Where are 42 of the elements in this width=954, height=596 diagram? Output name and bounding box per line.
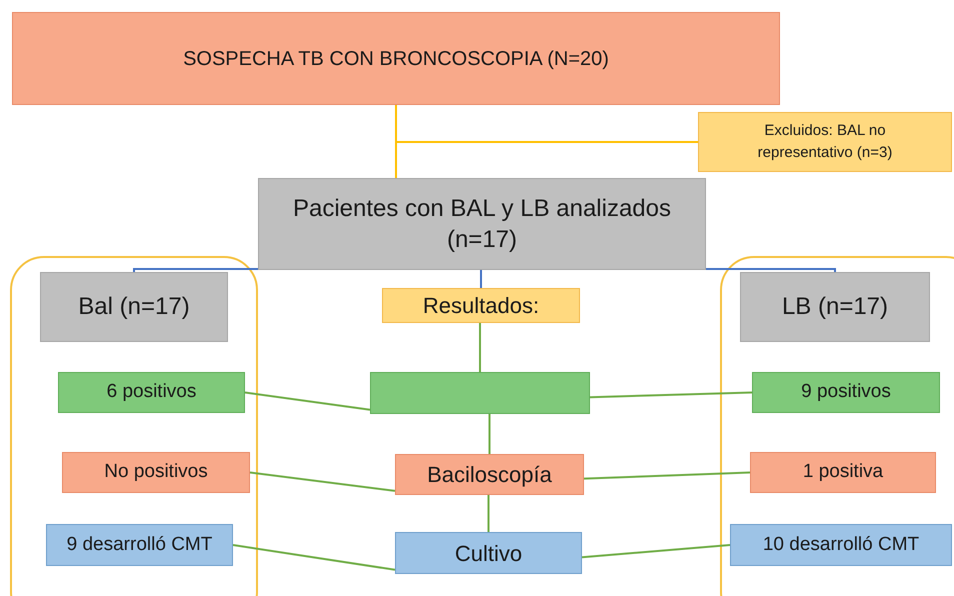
process-box bbox=[395, 532, 582, 574]
connector-line bbox=[706, 268, 836, 272]
connector-line bbox=[582, 544, 730, 558]
box-text: SOSPECHA TB CON BRONCOSCOPIA (N=20) bbox=[183, 46, 609, 72]
process-box bbox=[730, 524, 952, 566]
box-text: No positivos bbox=[104, 460, 208, 484]
box-text: Cultivo bbox=[454, 540, 522, 568]
connector-line bbox=[480, 270, 482, 288]
process-box bbox=[750, 452, 936, 493]
box-text: Baciloscopía bbox=[427, 461, 552, 489]
connector-line bbox=[232, 544, 396, 571]
box-text: 6 positivos bbox=[106, 380, 196, 404]
connector-line bbox=[488, 495, 490, 532]
connector-line bbox=[590, 392, 752, 398]
box-text: 10 desarrolló CMT bbox=[762, 532, 920, 557]
box-text: Pacientes con BAL y LB analizados (n=17) bbox=[292, 194, 672, 255]
process-box bbox=[370, 372, 590, 414]
process-box bbox=[382, 288, 580, 323]
box-text: Bal (n=17) bbox=[78, 292, 190, 322]
connector-line bbox=[395, 105, 698, 143]
process-box bbox=[62, 452, 250, 493]
connector-line bbox=[479, 323, 481, 372]
connector-line bbox=[584, 472, 750, 480]
box-text: 1 positiva bbox=[802, 460, 884, 484]
process-box bbox=[698, 112, 952, 172]
process-box bbox=[258, 178, 706, 270]
box-text: Resultados: bbox=[422, 292, 540, 320]
process-box bbox=[395, 454, 584, 495]
process-box bbox=[12, 12, 780, 105]
connector-line bbox=[250, 472, 396, 492]
process-box bbox=[46, 524, 233, 566]
box-text: LB (n=17) bbox=[782, 292, 888, 322]
process-box bbox=[58, 372, 245, 413]
process-box bbox=[740, 272, 930, 342]
box-text: 9 desarrolló CMT bbox=[66, 532, 212, 557]
connector-line bbox=[488, 414, 490, 454]
box-text: 9 positivos bbox=[801, 380, 891, 404]
connector-line bbox=[133, 268, 258, 272]
box-text: Excluidos: BAL no representativo (n=3) bbox=[756, 121, 894, 163]
process-box bbox=[752, 372, 940, 413]
connector-line bbox=[244, 392, 370, 411]
process-box bbox=[40, 272, 228, 342]
